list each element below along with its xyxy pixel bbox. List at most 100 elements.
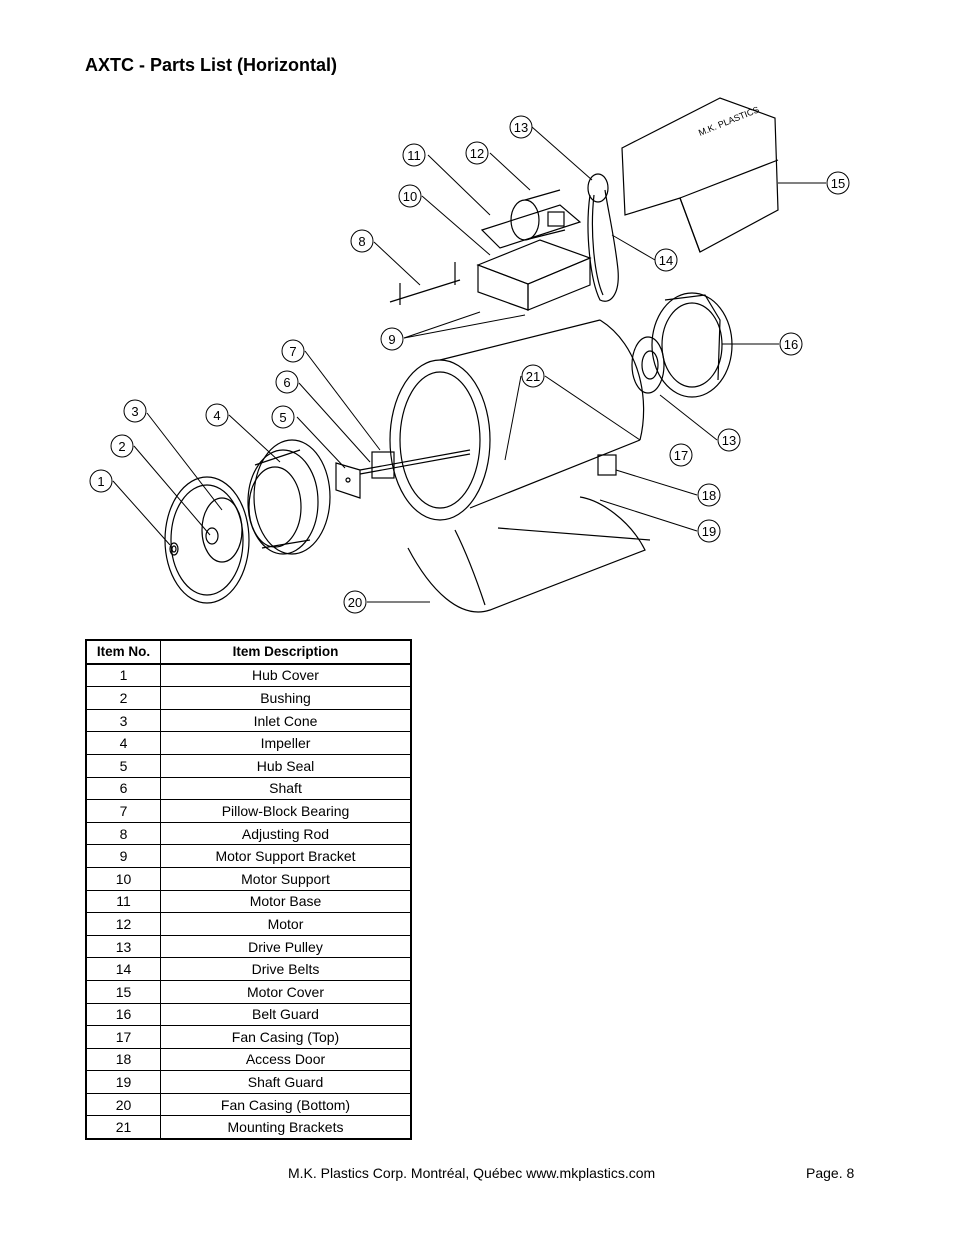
item-description-cell: Shaft Guard	[160, 1070, 412, 1094]
svg-text:14: 14	[659, 253, 673, 268]
table-header-row: Item No. Item Description	[85, 639, 412, 665]
footer-company: M.K. Plastics Corp. Montréal, Québec www…	[288, 1165, 656, 1181]
item-number-cell: 7	[85, 799, 161, 823]
item-number-cell: 9	[85, 844, 161, 868]
item-description-cell: Motor Support Bracket	[160, 844, 412, 868]
item-description-cell: Fan Casing (Top)	[160, 1025, 412, 1049]
svg-text:5: 5	[279, 410, 286, 425]
impeller-drawing	[247, 439, 331, 555]
svg-text:4: 4	[213, 408, 220, 423]
item-description-cell: Hub Seal	[160, 753, 412, 778]
footer-page-number: Page. 8	[806, 1165, 855, 1181]
svg-text:19: 19	[702, 524, 716, 539]
callout-12: 12	[465, 141, 489, 165]
svg-text:21: 21	[526, 369, 540, 384]
adjusting-rod-drawing	[389, 262, 461, 305]
item-description-cell: Belt Guard	[160, 1002, 412, 1027]
fan-casing-top-drawing	[389, 319, 645, 521]
svg-text:9: 9	[388, 332, 395, 347]
callout-markers: 1 2 3 4 5 6 7 8	[89, 115, 850, 614]
motor-drawing	[510, 189, 566, 241]
item-number-cell: 1	[85, 663, 161, 688]
svg-text:11: 11	[407, 148, 421, 163]
callout-10: 10	[398, 184, 422, 208]
hub-seal-drawing	[335, 462, 361, 499]
item-description-cell: Motor Support	[160, 866, 412, 891]
item-number-cell: 13	[85, 934, 161, 959]
item-description-cell: Mounting Brackets	[160, 1115, 412, 1140]
item-number-cell: 2	[85, 686, 161, 710]
item-description-cell: Adjusting Rod	[160, 821, 412, 846]
callout-20: 20	[343, 590, 367, 614]
item-number-cell: 10	[85, 866, 161, 891]
item-number-cell: 15	[85, 979, 161, 1004]
svg-text:13: 13	[722, 433, 736, 448]
lower-pulley-drawing	[631, 336, 665, 394]
item-number-cell: 17	[85, 1025, 161, 1049]
shaft-drawing	[359, 449, 471, 479]
callout-15: 15	[826, 171, 850, 195]
item-description-cell: Impeller	[160, 731, 412, 755]
svg-text:2: 2	[118, 439, 125, 454]
inlet-cone-drawing	[164, 476, 250, 604]
item-description-cell: Bushing	[160, 686, 412, 710]
item-description-cell: Drive Belts	[160, 957, 412, 981]
callout-13-top: 13	[509, 115, 533, 139]
item-description-cell: Fan Casing (Bottom)	[160, 1092, 412, 1117]
item-description-cell: Motor Cover	[160, 979, 412, 1004]
fan-casing-bottom-drawing	[407, 496, 651, 613]
header-item-no: Item No.	[85, 639, 161, 665]
item-number-cell: 12	[85, 912, 161, 936]
item-description-cell: Motor	[160, 912, 412, 936]
leader-lines	[112, 126, 826, 603]
page-title: AXTC - Parts List (Horizontal)	[85, 55, 338, 75]
item-description-cell: Access Door	[160, 1047, 412, 1072]
item-number-cell: 6	[85, 776, 161, 801]
header-item-description: Item Description	[160, 639, 412, 665]
item-description-cell: Hub Cover	[160, 663, 412, 688]
item-description-cell: Drive Pulley	[160, 934, 412, 959]
svg-text:15: 15	[831, 176, 845, 191]
callout-8: 8	[350, 229, 374, 253]
item-number-cell: 11	[85, 889, 161, 914]
item-description-cell: Shaft	[160, 776, 412, 801]
motor-support-drawing	[476, 204, 592, 311]
callout-7: 7	[281, 339, 305, 363]
callout-17: 17	[669, 443, 693, 467]
callout-3: 3	[123, 399, 147, 423]
item-number-cell: 3	[85, 708, 161, 733]
callout-19: 19	[697, 519, 721, 543]
callout-21: 21	[521, 364, 545, 388]
item-number-cell: 14	[85, 957, 161, 981]
svg-text:7: 7	[289, 344, 296, 359]
motor-cover-drawing	[621, 97, 779, 253]
svg-text:20: 20	[348, 595, 362, 610]
item-number-cell: 16	[85, 1002, 161, 1027]
item-number-cell: 8	[85, 821, 161, 846]
svg-text:3: 3	[131, 404, 138, 419]
callout-2: 2	[110, 434, 134, 458]
item-description-cell: Motor Base	[160, 889, 412, 914]
svg-text:13: 13	[514, 120, 528, 135]
item-number-cell: 19	[85, 1070, 161, 1094]
callout-14: 14	[654, 248, 678, 272]
item-number-cell: 5	[85, 753, 161, 778]
callout-16: 16	[779, 332, 803, 356]
callout-13-bottom: 13	[717, 428, 741, 452]
